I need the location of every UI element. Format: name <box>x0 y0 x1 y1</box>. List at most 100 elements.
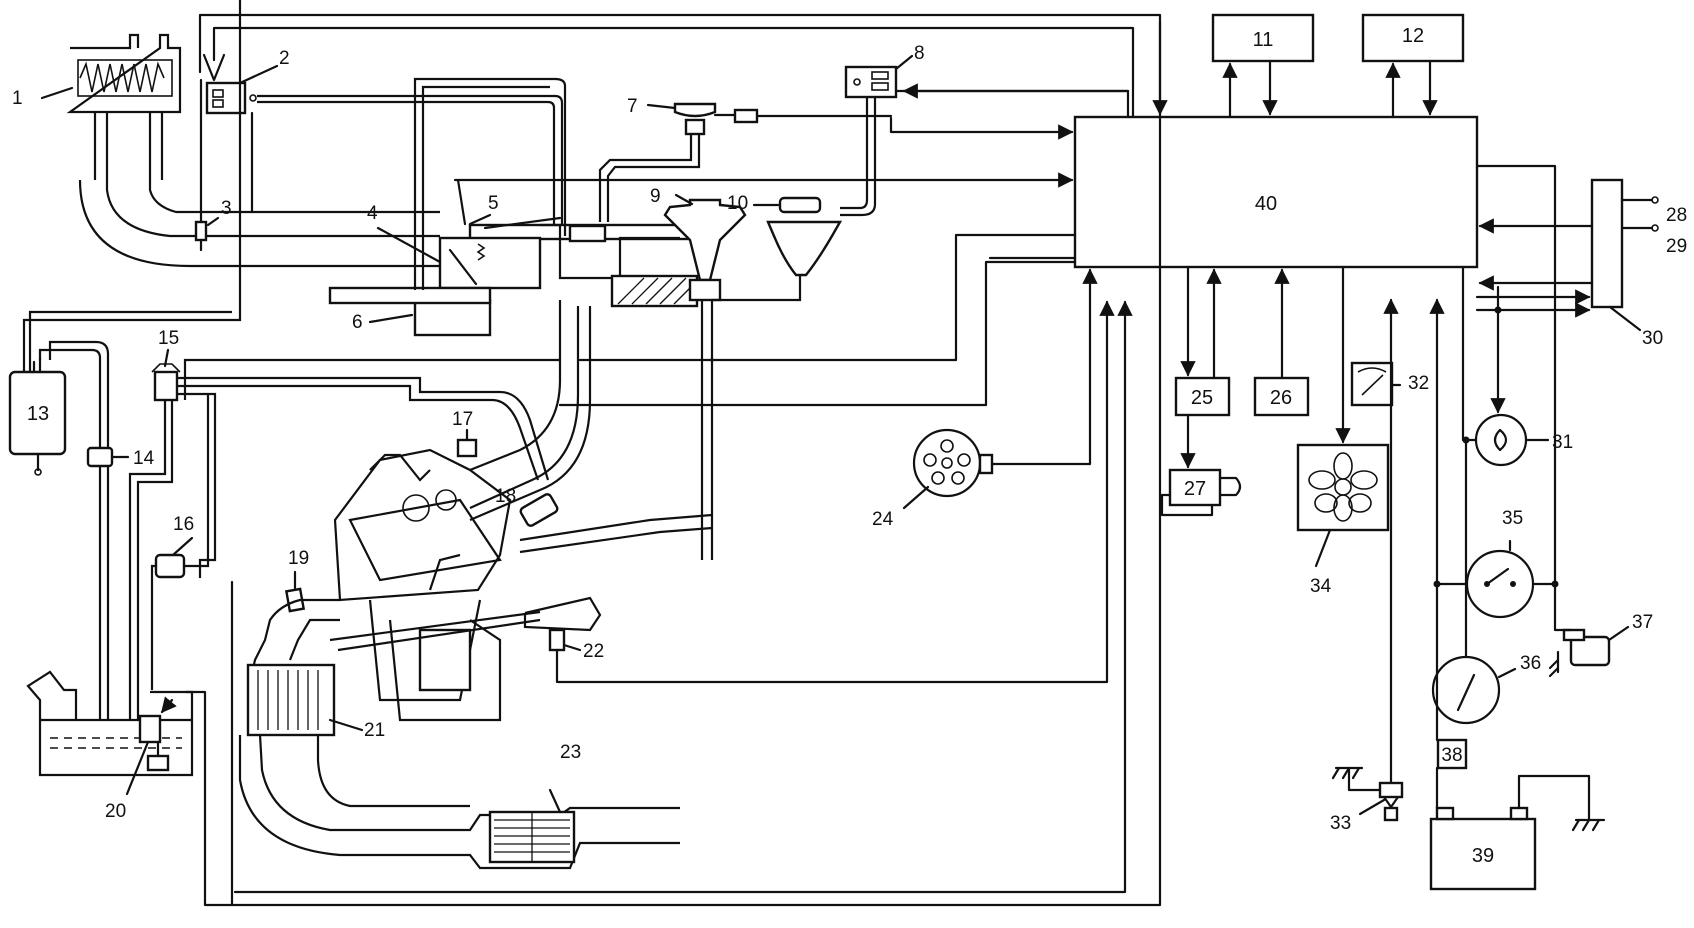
filter-16 <box>154 553 186 579</box>
box-11-group: 11 <box>1211 13 1315 119</box>
wire-35-to-37 <box>1553 582 1573 632</box>
hose-8 <box>840 97 877 217</box>
valve-14-group: 14 <box>86 446 155 469</box>
fuel-tank <box>26 670 194 777</box>
throttle-spring <box>476 243 486 261</box>
leader-37 <box>1607 625 1630 642</box>
sensor-24-hole-d <box>931 471 945 485</box>
signal-frame-lines <box>184 13 1168 907</box>
wire-24-to-40 <box>988 268 1098 466</box>
fuse-38-group: 38 <box>1436 738 1468 770</box>
box-27-group: 27 <box>1160 468 1242 517</box>
box-25 <box>1174 376 1231 417</box>
component-31 <box>1474 413 1528 467</box>
ignition-coil-31-group: 31 <box>1474 285 1573 467</box>
sensor-24-hole-b <box>923 453 937 467</box>
sensor-19-group: 19 <box>284 548 309 613</box>
sensor-24-group: 24 <box>872 428 994 530</box>
intake-duct-upper <box>148 180 440 214</box>
air-filter-housing <box>66 33 182 114</box>
wire-40-to-35 <box>1475 164 1557 586</box>
valve-14 <box>86 446 114 468</box>
fuel-level <box>50 737 182 749</box>
component-17 <box>456 438 478 458</box>
hose-7 <box>598 134 701 222</box>
label-3: 3 <box>221 198 232 219</box>
box-27 <box>1168 468 1222 507</box>
ground-symbol-battery <box>1571 818 1606 832</box>
hose-throttle-loop <box>413 77 567 290</box>
fuel-return <box>177 392 217 578</box>
cylinder-block <box>388 619 502 722</box>
throttle-plate <box>448 248 478 286</box>
component-37 <box>1569 635 1611 667</box>
label-21: 21 <box>364 720 385 741</box>
ground-symbol-33 <box>1331 766 1364 780</box>
exhaust-system: 21 23 <box>230 580 680 907</box>
leader-2 <box>238 64 279 85</box>
label-27: 27 <box>1184 478 1206 500</box>
switch-36-group: 36 <box>1431 653 1541 725</box>
leader-24 <box>902 485 930 510</box>
gauge-32 <box>1350 361 1394 407</box>
exhaust-upper <box>246 598 340 691</box>
fan-34 <box>1296 443 1390 532</box>
right-wiring <box>1429 164 1573 810</box>
egr-to-head <box>519 513 713 542</box>
wire-22-to-40 <box>556 300 1115 684</box>
canister-drain-cap <box>34 468 42 476</box>
leader-5-b <box>483 216 562 230</box>
label-39: 39 <box>1472 845 1494 867</box>
pump-20 <box>138 714 162 744</box>
hose-13-to-intake <box>22 0 242 372</box>
component-36-contact <box>1456 673 1476 712</box>
label-4: 4 <box>367 203 378 224</box>
leader-5 <box>468 213 492 226</box>
camshaft-a <box>402 494 430 522</box>
leader-21 <box>328 718 364 732</box>
hose-throttle-loop-inner <box>421 85 550 290</box>
component-8-port <box>853 78 861 86</box>
component-8-a <box>871 71 889 80</box>
runner-mid <box>469 306 580 510</box>
throttle-lower-plate <box>328 286 492 305</box>
sensor-24-connector <box>978 453 994 475</box>
sensor-33 <box>1378 781 1404 799</box>
label-36: 36 <box>1520 653 1541 674</box>
arrow-2-down <box>202 53 226 82</box>
battery-39-terminal-b <box>1509 806 1529 821</box>
connector-30 <box>1590 178 1624 309</box>
component-8-b <box>871 82 889 91</box>
component-35-pin-b <box>1510 581 1516 587</box>
relay-37-group: 37 <box>1548 612 1653 678</box>
label-32: 32 <box>1408 373 1429 394</box>
component-27-nozzle <box>1218 476 1242 497</box>
leader-3 <box>206 216 220 227</box>
component-7-group: 7 <box>598 96 893 222</box>
runner-inner <box>469 306 592 522</box>
leader-34 <box>1314 528 1332 568</box>
manifold-line-2 <box>337 618 541 652</box>
label-33: 33 <box>1330 813 1351 834</box>
component-10 <box>766 220 843 277</box>
switch-35-group: 35 <box>1465 508 1535 619</box>
wire-40-b <box>578 233 1077 362</box>
leader-23 <box>548 788 562 814</box>
ecu-box-40 <box>1073 115 1479 269</box>
exhaust-upper-b <box>288 618 340 661</box>
label-12: 12 <box>1402 25 1424 47</box>
egr-pipe <box>700 300 714 560</box>
component-35 <box>1465 549 1535 619</box>
label-18: 18 <box>495 486 516 507</box>
air-filter-zigzag <box>79 61 165 93</box>
gauge-32-needle <box>1361 374 1384 396</box>
label-2: 2 <box>279 48 290 69</box>
hose-13-to-tank <box>38 340 110 720</box>
leader-1 <box>40 86 74 100</box>
intake-duct-bottom <box>78 179 440 268</box>
label-22: 22 <box>583 641 604 662</box>
label-25: 25 <box>1191 387 1213 409</box>
valve-stem <box>428 553 461 591</box>
component-31-coil <box>1493 428 1508 452</box>
box-25-group: 25 <box>1174 265 1231 469</box>
